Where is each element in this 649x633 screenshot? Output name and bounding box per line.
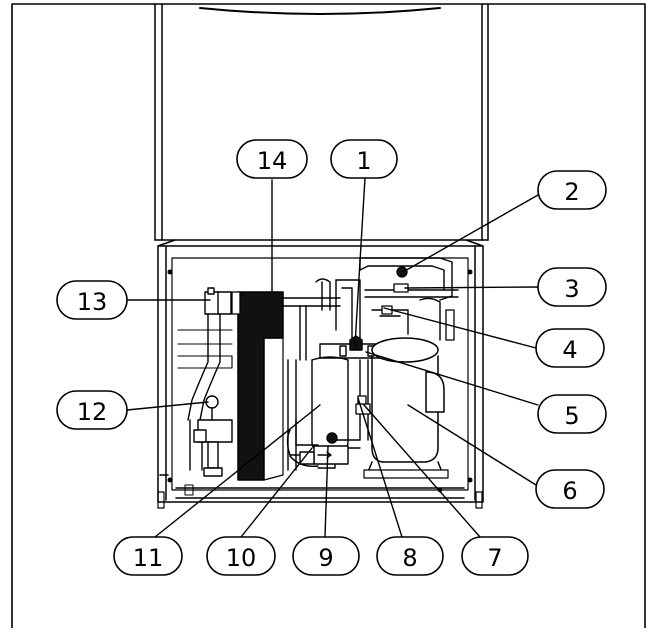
callout-2: 2 (537, 170, 607, 210)
leader-6 (407, 404, 537, 486)
callout-label: 5 (564, 402, 579, 430)
callout-label: 13 (77, 288, 108, 316)
compressor (363, 337, 449, 479)
water-pipework (177, 287, 233, 477)
leader-10 (240, 447, 313, 538)
figure-frame (11, 3, 646, 629)
leader-1 (354, 177, 366, 346)
callout-label: 4 (562, 336, 577, 364)
leader-2 (402, 194, 539, 273)
callout-12: 12 (56, 390, 128, 430)
callout-6: 6 (535, 469, 605, 509)
callout-label: 8 (402, 544, 417, 572)
callout-label: 2 (564, 178, 579, 206)
callouts: 1 2 3 4 5 6 7 8 (56, 139, 607, 576)
callout-label: 14 (257, 147, 288, 175)
callout-1: 1 (330, 139, 398, 179)
upper-cabinet (154, 3, 489, 241)
leader-11 (154, 404, 321, 538)
callout-label: 1 (356, 147, 371, 175)
circulation-pump (299, 432, 349, 465)
callout-label: 11 (133, 544, 164, 572)
callout-8: 8 (376, 536, 444, 576)
expansion-valve (319, 335, 385, 359)
callout-3: 3 (537, 267, 607, 307)
callout-5: 5 (537, 394, 607, 434)
leader-lines (126, 177, 539, 538)
lower-housing (157, 239, 484, 509)
pressure-sensors (381, 266, 455, 341)
leader-4 (383, 307, 537, 349)
callout-label: 6 (562, 477, 577, 505)
callout-13: 13 (56, 280, 128, 320)
callout-7: 7 (461, 536, 529, 576)
callout-14: 14 (236, 139, 308, 179)
callout-10: 10 (206, 536, 276, 576)
callout-label: 10 (226, 544, 257, 572)
callout-4: 4 (535, 328, 605, 368)
callout-9: 9 (292, 536, 360, 576)
leader-12 (126, 401, 209, 411)
leader-7 (363, 404, 481, 538)
leader-8 (357, 397, 403, 538)
callout-label: 7 (487, 544, 502, 572)
leader-3 (404, 286, 539, 289)
callout-label: 9 (318, 544, 333, 572)
callout-11: 11 (113, 536, 183, 576)
leader-5 (365, 351, 539, 406)
callout-label: 3 (564, 275, 579, 303)
leader-9 (324, 445, 329, 538)
heat-exchanger (231, 291, 284, 481)
callout-label: 12 (77, 398, 108, 426)
